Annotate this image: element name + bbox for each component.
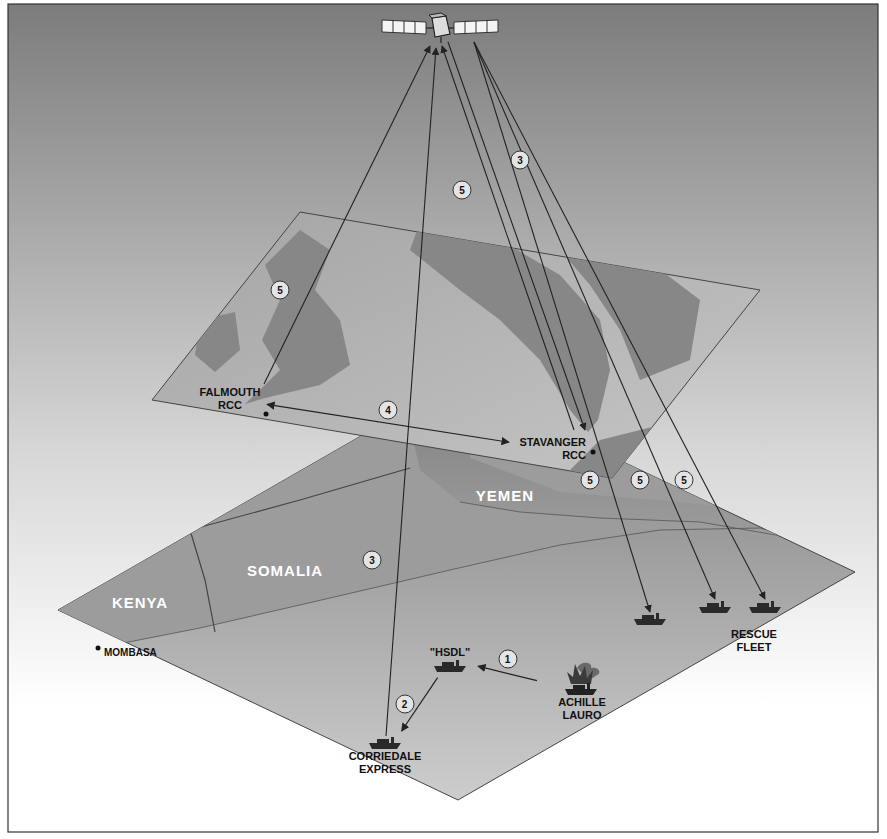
node-text: FALMOUTH RCC — [198, 386, 262, 411]
ship-label: CORRIEDALE EXPRESS — [340, 734, 430, 777]
callout-number: 5 — [271, 281, 290, 300]
callout-number: 4 — [379, 401, 398, 420]
callout-number: 3 — [363, 551, 382, 570]
burning-ship-icon — [559, 662, 605, 696]
callout-number: 5 — [631, 471, 650, 490]
fleet-label: RESCUE FLEET — [722, 626, 786, 655]
ship-icon — [433, 659, 467, 673]
country-name: KENYA — [112, 594, 168, 611]
node-text: RESCUE FLEET — [724, 628, 784, 653]
upper-map — [152, 212, 770, 500]
place-name: MOMBASA — [104, 647, 157, 658]
callout-number: 5 — [453, 181, 472, 200]
callout-number: 2 — [395, 695, 414, 714]
callout-number: 5 — [581, 471, 600, 490]
node-text: ACHILLE LAURO — [542, 696, 622, 721]
node-text: "HSDL" — [430, 646, 470, 659]
satellite-links — [264, 42, 765, 736]
country-name: YEMEN — [476, 487, 534, 504]
node-text: STAVANGER RCC — [514, 436, 586, 461]
node-text: CORRIEDALE EXPRESS — [342, 750, 428, 775]
frame — [8, 4, 878, 832]
rcc-label: FALMOUTH RCC — [196, 384, 264, 413]
callout-number: 1 — [498, 650, 517, 669]
rcc-label: STAVANGER RCC — [512, 434, 588, 463]
country-name: SOMALIA — [247, 562, 323, 579]
ship-icon — [368, 736, 402, 750]
callout-number: 3 — [511, 151, 530, 170]
rescue-ships — [634, 601, 781, 625]
satellite — [382, 13, 498, 43]
ship-label: ACHILLE LAURO — [540, 660, 624, 723]
callout-number: 5 — [675, 471, 694, 490]
ship-label: "HSDL" — [425, 644, 475, 675]
